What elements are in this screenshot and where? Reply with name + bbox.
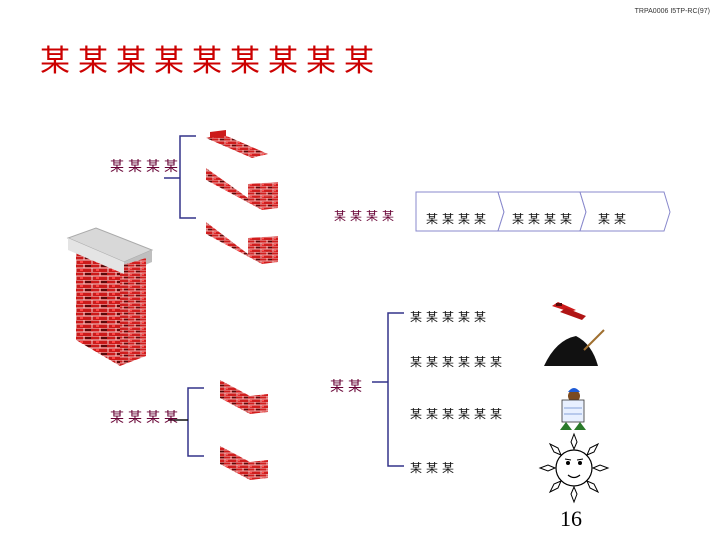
resource-item-4: 某某某 — [410, 461, 459, 475]
upper-bracket — [164, 135, 196, 219]
upper-group-label: 某某某某 — [110, 159, 182, 175]
document-id: TRPA0006 I5TP-RC(97) — [634, 8, 710, 15]
process-step-3: 某某 — [598, 212, 631, 226]
bricks-icon — [552, 302, 586, 320]
lower-bracket — [168, 387, 204, 457]
page-title: 某某某某某某某某某 — [40, 44, 382, 79]
lower-group-label: 某某某某 — [110, 410, 182, 426]
brick-wall-icon — [66, 227, 154, 366]
brick-stair-icon-2 — [206, 222, 278, 264]
process-step-1: 某某某某 — [426, 212, 491, 226]
brick-strip-icon-1 — [206, 130, 268, 158]
dirt-pile-shovel-icon — [544, 329, 605, 366]
worker-blueprint-icon — [560, 388, 586, 430]
process-step-2: 某某某某 — [512, 212, 577, 226]
brick-stair-icon-1 — [206, 168, 278, 210]
brick-block-icon-1 — [220, 380, 268, 414]
resources-label: 某某 — [330, 379, 366, 395]
resource-item-1: 某某某某某 — [410, 310, 491, 324]
page-number: 16 — [560, 506, 582, 531]
resource-item-2: 某某某某某某 — [410, 355, 507, 369]
process-label: 某某某某 — [334, 209, 399, 223]
brick-block-icon-2 — [220, 446, 268, 480]
sun-face-icon — [538, 432, 610, 504]
process-chevrons — [415, 191, 671, 232]
resource-item-3: 某某某某某某 — [410, 407, 507, 421]
resource-bracket — [372, 312, 404, 467]
